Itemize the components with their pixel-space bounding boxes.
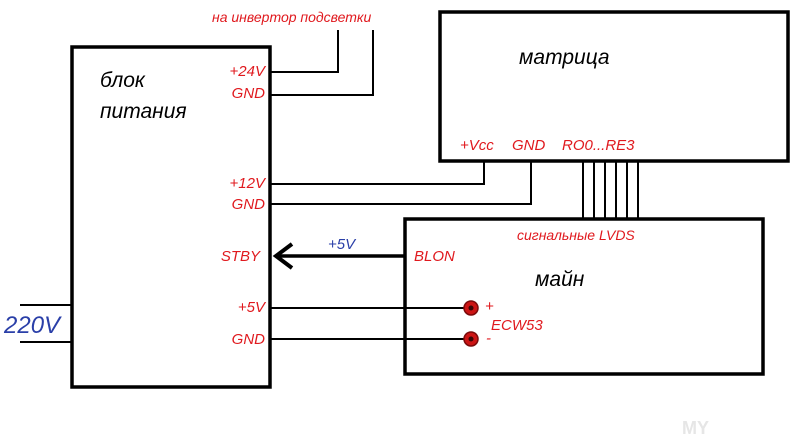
pin-label-5v: +5V	[238, 299, 267, 316]
pin-label-12v: +12V	[230, 175, 267, 192]
wire-24v-inverter	[270, 30, 339, 73]
pin-label-stby: STBY	[221, 248, 261, 265]
psu-title-line1: блок	[100, 69, 146, 92]
psu-title-line2: питания	[100, 100, 187, 123]
watermark-logo: MY	[682, 418, 709, 438]
matrix-title: матрица	[519, 46, 610, 69]
stby-arrow-icon	[272, 242, 294, 270]
mains-voltage-label: 220V	[3, 312, 62, 339]
ecw-minus-terminal-core	[468, 336, 474, 342]
lvds-label: сигнальные LVDS	[517, 227, 635, 243]
pin-label-gnd-1: GND	[232, 85, 266, 102]
pin-label-gnd-2: GND	[232, 196, 266, 213]
main-title: майн	[535, 268, 585, 291]
pin-label-24v: +24V	[230, 63, 267, 80]
ecw-plus-terminal-core	[468, 305, 474, 311]
matrix-block	[438, 10, 790, 163]
matrix-pin-gnd: GND	[512, 137, 546, 154]
ecw-plus-label: +	[485, 298, 494, 315]
inverter-label: на инвертор подсветки	[212, 9, 372, 25]
ecw-label: ECW53	[491, 317, 543, 334]
wire-gnd-inverter	[270, 30, 374, 96]
pin-label-gnd-3: GND	[232, 331, 266, 348]
ecw-minus-label: -	[486, 330, 491, 347]
stby-voltage-label: +5V	[328, 236, 357, 253]
power-supply-block	[70, 45, 272, 389]
matrix-pin-lvds: RO0...RE3	[562, 137, 635, 154]
blon-label: BLON	[414, 248, 455, 265]
lvds-bus	[582, 161, 639, 219]
wire-12v-vcc	[270, 161, 485, 185]
matrix-pin-vcc: +Vcc	[460, 137, 494, 154]
wire-gnd-matrix	[270, 161, 532, 205]
